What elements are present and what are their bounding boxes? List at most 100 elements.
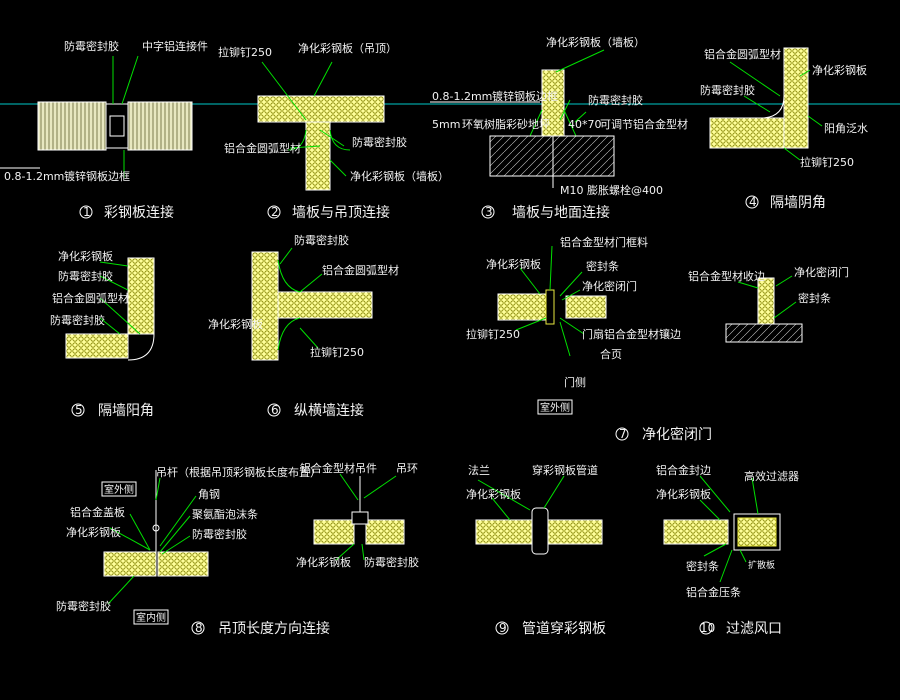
d2-label-rivet: 拉铆钉250	[218, 45, 272, 59]
d3-label-epoxy-prefix: 5mm	[432, 118, 460, 131]
d9-pipe	[531, 507, 549, 555]
d5-caption-num: 5	[75, 403, 83, 417]
d2-label-ceiling: 净化彩钢板（吊顶）	[298, 41, 397, 55]
d7-outdoor-box	[537, 399, 573, 415]
d3-label-epoxy: 环氧树脂彩砂地坪	[462, 117, 550, 131]
d4-vertical-panel	[783, 47, 809, 149]
d1-caption-num: 1	[83, 205, 91, 219]
d6-caption-num: 6	[271, 403, 279, 417]
d7-label-edge: 门扇铝合金型材镶边	[582, 327, 681, 341]
d7-label-hinge: 合页	[600, 347, 622, 361]
d9-label-flange: 法兰	[468, 463, 490, 477]
d8-label-foam: 聚氨酯泡沫条	[192, 507, 258, 521]
d4-label-panel: 净化彩钢板	[812, 63, 867, 77]
detail-6-tee-wall: 防霉密封胶 铝合金圆弧型材 净化彩钢板 拉铆钉250 6 纵横墙连接	[208, 233, 399, 419]
d8-label-sealant2: 防霉密封胶	[364, 555, 419, 569]
d8-panel-left	[103, 551, 157, 577]
d8-label-outdoor: 室外侧	[104, 483, 134, 496]
d6-horizontal-panel	[277, 291, 373, 319]
d4-label-arc: 铝合金圆弧型材	[704, 47, 781, 61]
d8-caption: 吊顶长度方向连接	[218, 620, 330, 637]
d1-caption-circle	[79, 205, 93, 219]
d8-caption-num: 8	[195, 621, 203, 635]
d7-label-frame: 铝合金型材门框料	[560, 235, 648, 249]
d6-vertical-panel	[251, 251, 279, 361]
d9-panel-right	[547, 519, 603, 545]
d10-label-guard: 扩散板	[748, 559, 775, 571]
d2-label-wall: 净化彩钢板（墙板）	[350, 169, 449, 183]
d7-label-rivet: 拉铆钉250	[466, 327, 520, 341]
d3-label-profile: 可调节铝合金型材	[600, 117, 688, 131]
d4-caption: 隔墙阴角	[770, 195, 826, 211]
d8-label-indoor: 室内侧	[136, 611, 166, 624]
detail-7-clean-door: 铝合金型材门框料 净化彩钢板 密封条 净化密闭门 拉铆钉250 门扇铝合金型材镶…	[466, 235, 849, 443]
detail-4-inner-corner: 铝合金圆弧型材 净化彩钢板 防霉密封胶 阳角泛水 拉铆钉250 4 隔墙阴角	[700, 47, 868, 211]
d8-panel-right-2	[365, 519, 405, 545]
d2-ceiling-panel	[257, 95, 385, 123]
d7-floor-slab-2	[725, 323, 803, 343]
d6-label-arc: 铝合金圆弧型材	[322, 263, 399, 277]
detail-1-panel-connection: 防霉密封胶 中字铝连接件 0.8-1.2mm 镀锌钢板边框 1 彩钢板连接	[0, 39, 208, 221]
d2-caption-num: 2	[271, 205, 279, 219]
d6-label-sealant: 防霉密封胶	[294, 233, 349, 247]
d10-label-panel: 净化彩钢板	[656, 487, 711, 501]
d8-label-ring: 吊环	[396, 462, 418, 475]
d5-label-arc: 铝合金圆弧型材	[52, 291, 129, 305]
d3-label-profile-size: 40*70	[568, 118, 602, 131]
d4-label-yinjiao: 阳角泛水	[824, 122, 868, 135]
d5-label-sealant1: 防霉密封胶	[58, 269, 113, 283]
d10-label-edge: 铝合金封边	[656, 463, 711, 477]
d3-label-thickness: 0.8-1.2mm	[432, 90, 492, 103]
d10-caption: 过滤风口	[726, 621, 782, 637]
detail-9-pipe-penetration: 法兰 穿彩钢板管道 净化彩钢板 9 管道穿彩钢板	[466, 463, 606, 637]
d3-caption: 墙板与地面连接	[512, 204, 610, 221]
d10-label-hepa: 高效过滤器	[744, 469, 799, 483]
d7-label-door: 净化密闭门	[582, 279, 637, 293]
d10-panel	[663, 519, 729, 545]
d1-panel-left	[37, 101, 107, 151]
d5-horizontal-panel	[65, 333, 129, 359]
d1-label-connector: 中字铝连接件	[142, 39, 208, 53]
d3-caption-num: 3	[485, 205, 493, 219]
d8-panel-left-2	[313, 519, 355, 545]
d4-caption-num: 4	[749, 195, 757, 209]
d7-label-seal: 密封条	[586, 259, 619, 273]
d9-caption: 管道穿彩钢板	[522, 621, 606, 637]
d2-label-arc: 铝合金圆弧型材	[224, 141, 301, 155]
d8-label-sealant: 防霉密封胶	[192, 527, 247, 541]
d4-label-rivet: 拉铆钉250	[800, 155, 854, 169]
d8-label-hanger: 铝合金型材吊件	[300, 461, 377, 475]
d2-label-sealant: 防霉密封胶	[352, 135, 407, 149]
detail-8-ceiling-length: 吊杆（根据吊顶彩钢板长度布置） 室外侧 角钢 铝合金盖板 聚氨酯泡沫条 净化彩钢…	[56, 461, 419, 637]
d8-panel-right	[157, 551, 209, 577]
d4-label-sealant: 防霉密封胶	[700, 83, 755, 97]
d8-label-plate: 铝合金盖板	[70, 505, 125, 519]
d1-panel-right	[127, 101, 193, 151]
d6-label-rivet: 拉铆钉250	[310, 345, 364, 359]
d9-label-panel: 净化彩钢板	[466, 487, 521, 501]
d7-caption-num: 7	[619, 427, 627, 441]
d3-label-galv: 镀锌钢板边框	[492, 89, 558, 103]
d2-caption: 墙板与吊顶连接	[292, 204, 390, 221]
d1-label-galv: 镀锌钢板边框	[64, 169, 130, 183]
d1-label-sealant: 防霉密封胶	[64, 39, 119, 53]
detail-2-wall-ceiling: 拉铆钉250 净化彩钢板（吊顶） 铝合金圆弧型材 防霉密封胶 净化彩钢板（墙板）…	[218, 41, 449, 221]
d5-vertical-panel	[127, 257, 155, 335]
d8-label-panel: 净化彩钢板	[66, 525, 121, 539]
d4-horizontal-panel	[709, 117, 785, 149]
d7-label-outdoor: 室外侧	[540, 401, 570, 414]
d7-label-door2: 净化密闭门	[794, 265, 849, 279]
d7-label-seal2: 密封条	[798, 291, 831, 305]
d7-caption: 净化密闭门	[642, 426, 712, 443]
d1-caption: 彩钢板连接	[104, 204, 174, 221]
d7-frame	[545, 289, 555, 325]
d10-label-plate: 铝合金压条	[686, 585, 741, 599]
d8-label-angle: 角钢	[198, 488, 220, 501]
d7-label-trim: 铝合金型材收边	[688, 269, 765, 283]
d3-label-sealant: 防霉密封胶	[588, 93, 643, 107]
d3-label-wallpanel: 净化彩钢板（墙板）	[546, 35, 645, 49]
d7-door-leaf	[565, 295, 607, 319]
d7-label-side: 门侧	[564, 375, 586, 389]
